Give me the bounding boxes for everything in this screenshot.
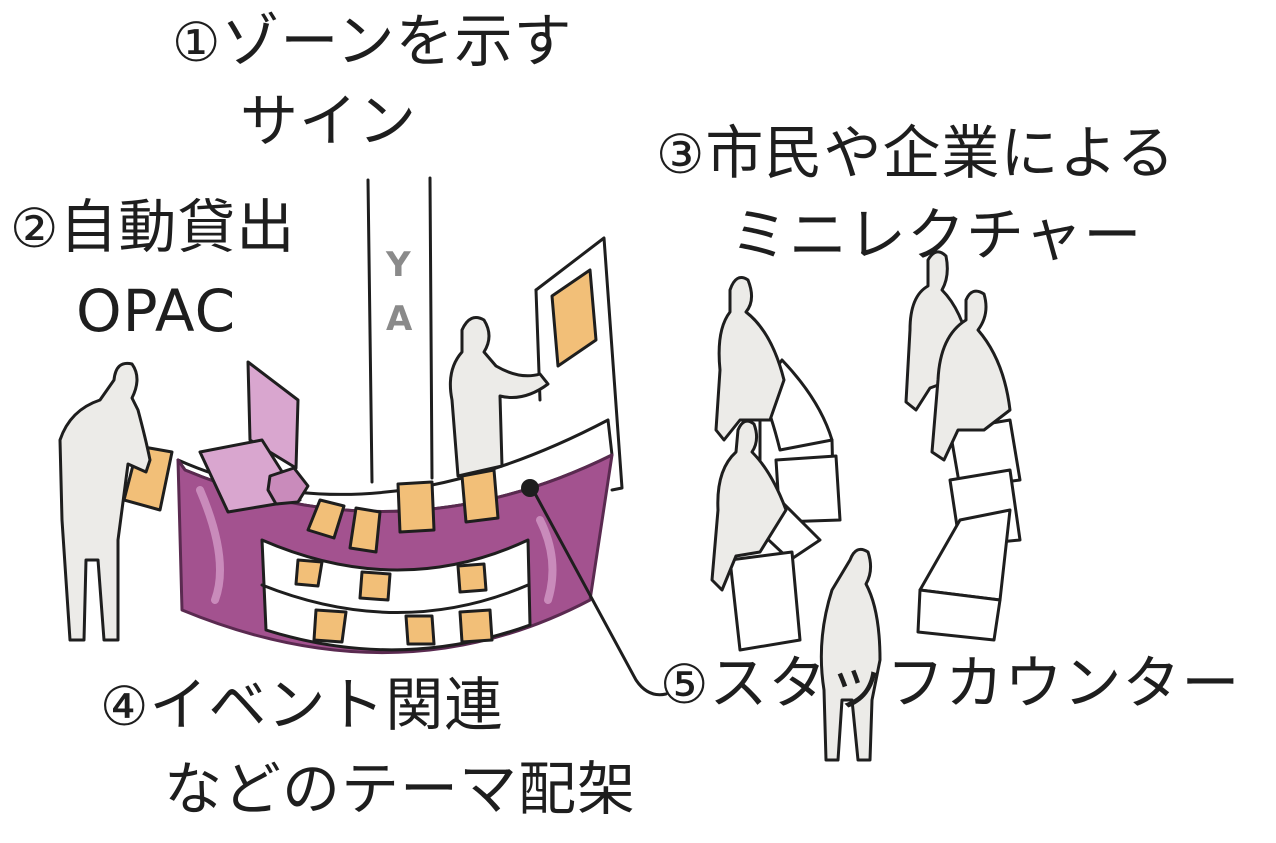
zone-sign-banner [366,176,434,484]
opac-line2: OPAC [76,277,237,345]
opac-label: ②自動貸出 [10,198,295,256]
staff-counter-leader [530,486,668,697]
lecture-label: ③市民や企業による [656,124,1176,182]
opac-line1: 自動貸出 [59,193,296,261]
opac-terminal [198,360,310,514]
theme-shelf-label: ④イベント関連 [100,676,503,734]
wall-panel [534,236,624,492]
counter-marker-dot [521,479,539,497]
lecture-audience [710,250,1012,592]
patron-figure [58,361,152,642]
lecture-line2: ミニレクチャー [730,201,1143,269]
sign-letter-a: A [386,299,413,339]
staff-counter-label: ⑤スタッフカウンター [660,654,1240,712]
theme-shelf-line1: イベント関連 [149,671,504,739]
zone-sign-label: ①ゾーンを示す [172,12,573,70]
theme-shelf-line2: などのテーマ配架 [164,755,637,823]
sign-letter-y: Y [385,245,411,285]
staff-figure [448,316,550,478]
zone-sign-number: ① [172,11,222,74]
zone-sign-line1: ゾーンを示す [221,7,573,75]
lecture-line1: 市民や企業による [705,119,1176,187]
staff-counter-line1: スタッフカウンター [709,649,1241,717]
books [122,444,500,646]
standing-figure [819,547,882,762]
zone-sign-line2: サイン [240,87,418,155]
opac-number: ② [10,197,60,260]
staff-counter-number: ⑤ [660,653,710,716]
lecture-number: ③ [656,123,706,186]
theme-shelf-number: ④ [100,675,150,738]
